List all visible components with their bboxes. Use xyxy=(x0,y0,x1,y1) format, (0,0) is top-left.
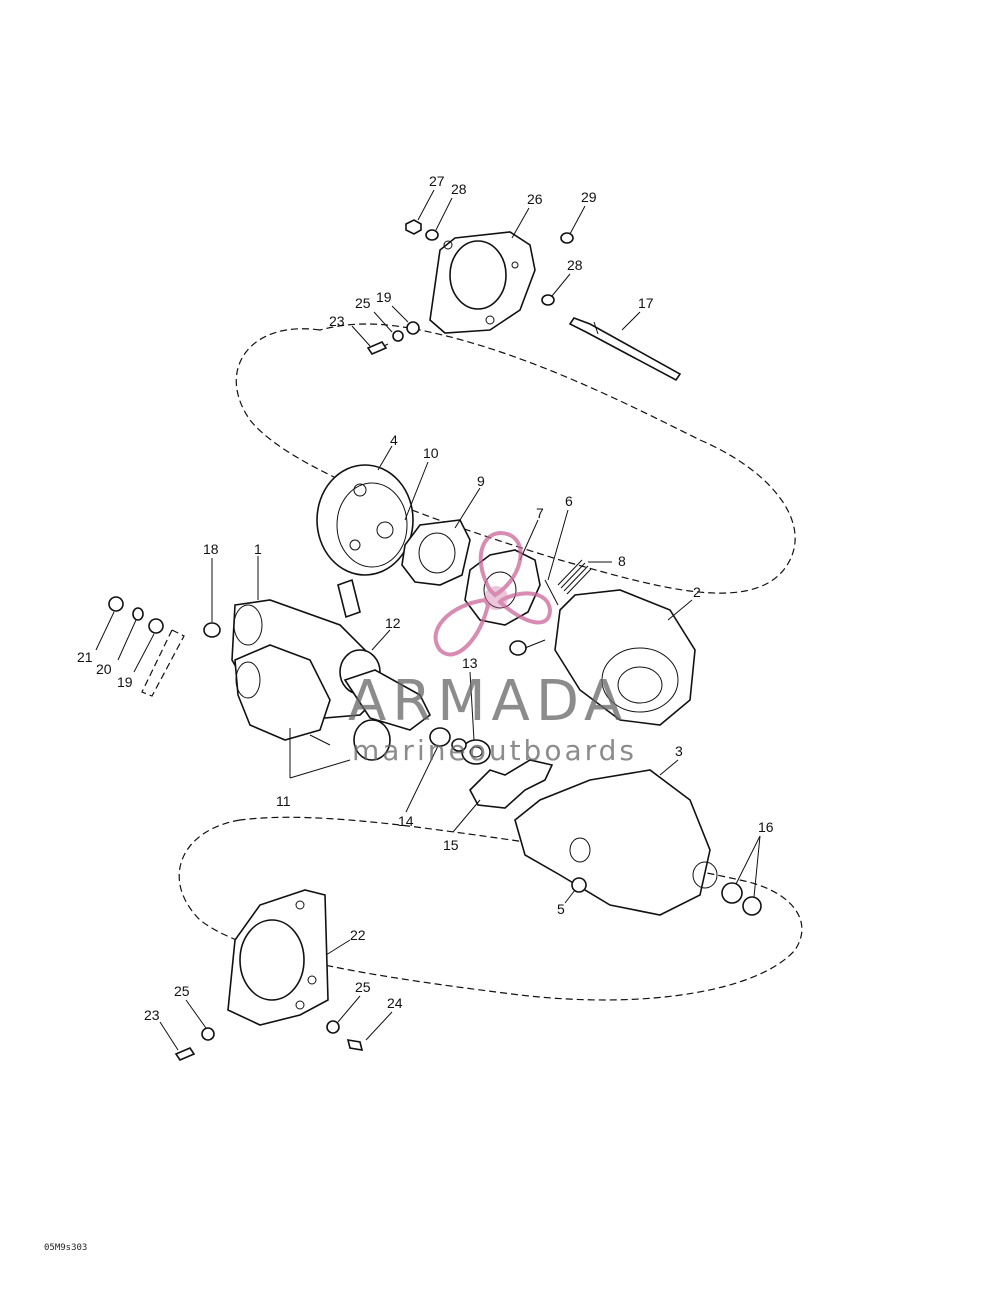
callout-18: 18 xyxy=(203,541,219,557)
callout-11: 11 xyxy=(276,793,291,809)
part-19-washer-left xyxy=(148,618,164,634)
part-21-nut xyxy=(108,596,124,612)
part-23-screw-top xyxy=(366,341,389,355)
callout-4: 4 xyxy=(390,432,398,448)
callout-29: 29 xyxy=(581,189,597,205)
callout-23-top: 23 xyxy=(329,313,345,329)
part-26-bracket-plate xyxy=(429,231,536,334)
callout-25-right: 25 xyxy=(355,979,371,995)
callout-17: 17 xyxy=(638,295,654,311)
callout-20: 20 xyxy=(96,661,112,677)
part-9-brush-plate xyxy=(401,519,471,586)
part-20-lockwasher xyxy=(132,607,144,621)
callout-2: 2 xyxy=(693,584,701,600)
part-18-nut xyxy=(203,622,221,638)
callout-24: 24 xyxy=(387,995,403,1011)
watermark-propeller-icon xyxy=(433,531,553,657)
upper-dashed-loop xyxy=(235,323,796,594)
part-25-lockwasher-right xyxy=(326,1020,340,1034)
part-12-armature xyxy=(343,669,432,761)
callout-28-top: 28 xyxy=(451,181,467,197)
callout-25-left: 25 xyxy=(174,983,190,999)
part-17-through-bolt xyxy=(568,317,682,382)
part-29-washer xyxy=(560,232,574,244)
lower-dashed-loop xyxy=(178,816,803,1001)
callout-26: 26 xyxy=(527,191,543,207)
part-5-plug xyxy=(571,877,587,893)
part-22-mounting-plate xyxy=(227,889,329,1026)
callout-14: 14 xyxy=(398,813,414,829)
part-25-lockwasher-left xyxy=(201,1027,215,1041)
callout-7: 7 xyxy=(536,505,544,521)
callout-5: 5 xyxy=(557,901,565,917)
figure-code: 05M9s303 xyxy=(44,1243,88,1253)
callout-15: 15 xyxy=(443,837,459,853)
part-19-washer-top xyxy=(406,321,420,335)
part-16-seal xyxy=(742,896,762,916)
part-11-solenoid xyxy=(234,644,331,746)
part-13-bearing xyxy=(461,739,491,765)
part-23-screw-bottom xyxy=(174,1047,196,1061)
watermark-logo: ARMADA marineoutboards xyxy=(348,531,637,767)
part-28-washer-right xyxy=(541,294,555,306)
part-10-bushing xyxy=(337,578,361,619)
part-4-end-cap xyxy=(316,464,414,576)
callout-19-left: 19 xyxy=(117,674,133,690)
part-13b-washer xyxy=(451,738,467,752)
part-6-pin xyxy=(544,579,559,606)
callout-28-right: 28 xyxy=(567,257,583,273)
callout-22: 22 xyxy=(350,927,366,943)
part-8-spring xyxy=(557,559,592,595)
part-screw-2 xyxy=(509,639,546,656)
callout-3: 3 xyxy=(675,743,683,759)
callout-9: 9 xyxy=(477,473,485,489)
callout-1: 1 xyxy=(254,541,262,557)
watermark-tagline: marineoutboards xyxy=(352,734,637,767)
callout-27: 27 xyxy=(429,173,445,189)
callout-6: 6 xyxy=(565,493,573,509)
callout-8: 8 xyxy=(618,553,626,569)
part-14-washer xyxy=(429,727,451,747)
callout-25-top: 25 xyxy=(355,295,371,311)
part-24-screw xyxy=(346,1039,364,1051)
callout-13: 13 xyxy=(462,655,478,671)
callout-12: 12 xyxy=(385,615,401,631)
part-15-shift-lever xyxy=(469,759,554,809)
callout-10: 10 xyxy=(423,445,439,461)
part-2-field-housing xyxy=(554,589,696,726)
part-3-drive-housing xyxy=(514,769,718,916)
part-16-bushing xyxy=(721,882,743,904)
part-27-nut xyxy=(405,219,422,235)
callout-16: 16 xyxy=(758,819,774,835)
callout-23-bottom: 23 xyxy=(144,1007,160,1023)
part-28-washer-top-left xyxy=(425,229,439,241)
watermark-brand: ARMADA xyxy=(348,669,628,734)
leader-lines xyxy=(95,189,761,1051)
callout-21: 21 xyxy=(77,649,93,665)
callout-19-top: 19 xyxy=(376,289,392,305)
terminal-stud-outline xyxy=(141,629,185,697)
part-25-lockwasher-top xyxy=(392,330,404,342)
